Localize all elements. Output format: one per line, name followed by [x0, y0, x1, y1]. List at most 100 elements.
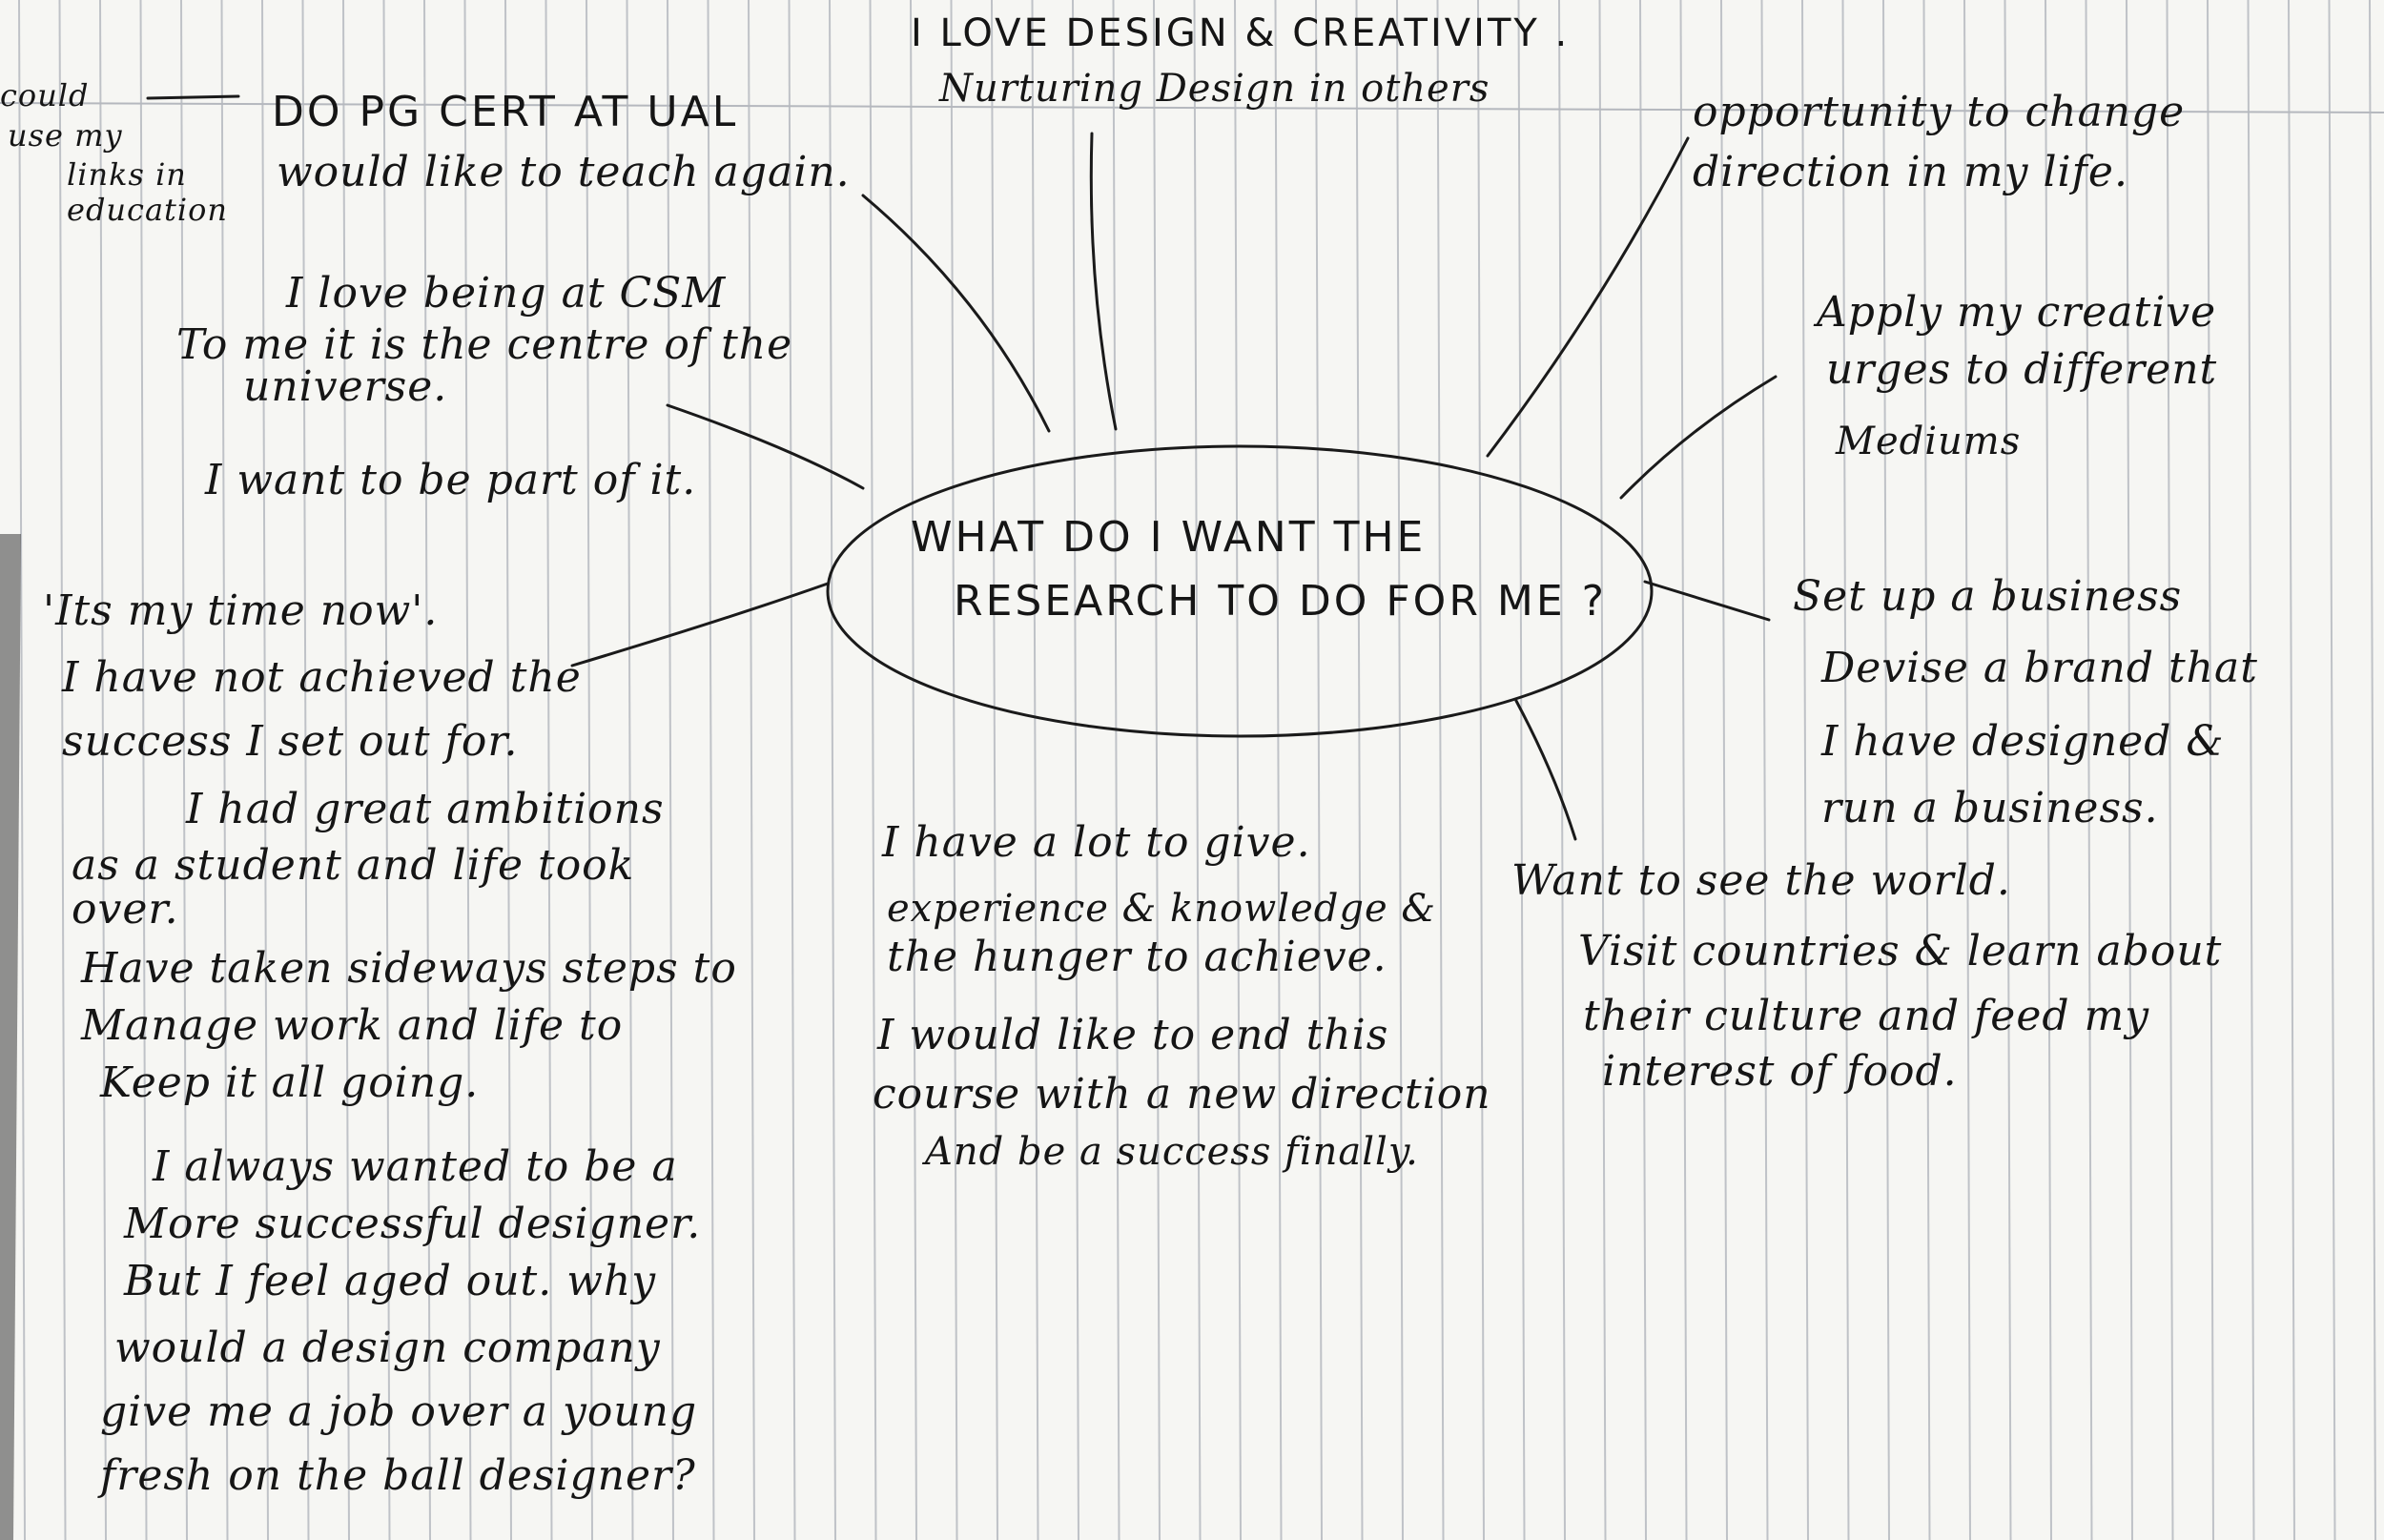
rule-line — [1720, 0, 1728, 1540]
give-line-6: And be a success finally. — [925, 1130, 1419, 1174]
rule-line — [1517, 0, 1526, 1540]
world-line-4: interest of food. — [1602, 1047, 1958, 1096]
spoke-margin — [146, 94, 240, 100]
rule-line — [586, 0, 593, 1540]
my-time-line-14: give me a job over a young — [100, 1387, 698, 1436]
rule-line — [1922, 0, 1931, 1540]
my-time-line-4: I had great ambitions — [186, 785, 665, 833]
rule-line — [2328, 0, 2336, 1540]
rule-line — [910, 0, 917, 1540]
rule-line — [2166, 0, 2174, 1540]
rule-line — [2247, 0, 2255, 1540]
rule-line — [463, 0, 472, 1540]
direction-line-2: direction in my life. — [1693, 148, 2128, 196]
csm-line-2: To me it is the centre of the — [176, 320, 793, 369]
rule-line — [1436, 0, 1445, 1540]
csm-line-3: universe. — [243, 362, 448, 411]
rule-line — [2085, 0, 2093, 1540]
top-note-line-1: I LOVE DESIGN & CREATIVITY . — [911, 11, 1571, 55]
spoke-teach — [861, 194, 1051, 433]
rule-line — [869, 0, 877, 1540]
rule-line — [626, 0, 634, 1540]
rule-line — [2369, 0, 2376, 1540]
my-time-line-3: success I set out for. — [62, 717, 519, 766]
rule-line — [2004, 0, 2012, 1540]
rule-line — [1760, 0, 1769, 1540]
spoke-top — [1089, 132, 1118, 431]
give-line-2: experience & knowledge & — [887, 887, 1436, 931]
my-time-line-10: I always wanted to be a — [153, 1142, 678, 1191]
rule-line — [1274, 0, 1283, 1540]
rule-line — [1031, 0, 1039, 1540]
rule-line — [1112, 0, 1120, 1540]
rule-line — [1882, 0, 1890, 1540]
give-line-5: course with a new direction — [873, 1070, 1491, 1119]
business-line-1: Set up a business — [1793, 572, 2183, 621]
rule-line — [1558, 0, 1566, 1540]
rule-line — [1315, 0, 1323, 1540]
spoke-csm — [666, 403, 865, 490]
top-note-line-2: Nurturing Design in others — [939, 67, 1490, 111]
rule-line — [1963, 0, 1971, 1540]
give-line-3: the hunger to achieve. — [887, 933, 1387, 981]
center-bubble-outline — [826, 444, 1654, 738]
ruled-lines — [18, 0, 2376, 1540]
my-time-line-15: fresh on the ball designer? — [100, 1451, 696, 1500]
world-line-1: Want to see the world. — [1511, 856, 2011, 905]
rule-line — [1477, 0, 1485, 1540]
rule-line — [1679, 0, 1688, 1540]
rule-line — [2126, 0, 2133, 1540]
rule-line — [139, 0, 148, 1540]
my-time-line-6: over. — [72, 885, 179, 934]
give-line-4: I would like to end this — [877, 1011, 1389, 1059]
my-time-line-1: 'Its my time now'. — [43, 586, 439, 635]
top-margin-line — [0, 102, 2384, 113]
rule-line — [504, 0, 512, 1540]
rule-line — [1396, 0, 1404, 1540]
my-time-line-11: More successful designer. — [124, 1200, 702, 1248]
my-time-line-9: Keep it all going. — [100, 1058, 480, 1107]
business-line-3: I have designed & — [1821, 717, 2225, 766]
apply-line-1: Apply my creative — [1817, 288, 2217, 337]
my-time-line-5: as a student and life took — [72, 841, 635, 890]
rule-line — [1234, 0, 1242, 1540]
business-line-2: Devise a brand that — [1821, 644, 2258, 692]
rule-line — [707, 0, 715, 1540]
rule-line — [1153, 0, 1161, 1540]
my-time-line-8: Manage work and life to — [81, 1001, 624, 1050]
desk-edge — [0, 534, 21, 1540]
rule-line — [261, 0, 269, 1540]
apply-line-2: urges to different — [1826, 345, 2218, 394]
rule-line — [1598, 0, 1607, 1540]
my-time-line-13: would a design company — [114, 1324, 661, 1372]
csm-line-1: I love being at CSM — [286, 269, 727, 318]
margin-note-line-4: education — [67, 192, 228, 228]
rule-line — [99, 0, 107, 1540]
rule-line — [788, 0, 796, 1540]
rule-line — [342, 0, 350, 1540]
rule-line — [58, 0, 67, 1540]
rule-line — [2045, 0, 2052, 1540]
my-time-line-2: I have not achieved the — [62, 653, 582, 702]
rule-line — [950, 0, 958, 1540]
rule-line — [2207, 0, 2214, 1540]
margin-note-line-1: could — [0, 77, 90, 113]
teach-line-2: would like to teach again. — [277, 148, 851, 196]
rule-line — [829, 0, 836, 1540]
center-question-line-1: WHAT DO I WANT THE — [911, 513, 1427, 562]
direction-line-1: opportunity to change — [1693, 88, 2186, 136]
margin-note-line-3: links in — [67, 156, 187, 193]
rule-line — [1355, 0, 1364, 1540]
world-line-3: their culture and feed my — [1583, 992, 2150, 1040]
spoke-direction — [1486, 136, 1690, 458]
rule-line — [545, 0, 553, 1540]
rule-line — [1072, 0, 1079, 1540]
spoke-world — [1514, 699, 1577, 841]
world-line-2: Visit countries & learn about — [1578, 927, 2223, 975]
rule-line — [991, 0, 998, 1540]
mind-map-spokes — [146, 94, 1778, 841]
csm-line-4: I want to be part of it. — [205, 456, 697, 504]
rule-line — [1639, 0, 1647, 1540]
rule-line — [18, 0, 26, 1540]
